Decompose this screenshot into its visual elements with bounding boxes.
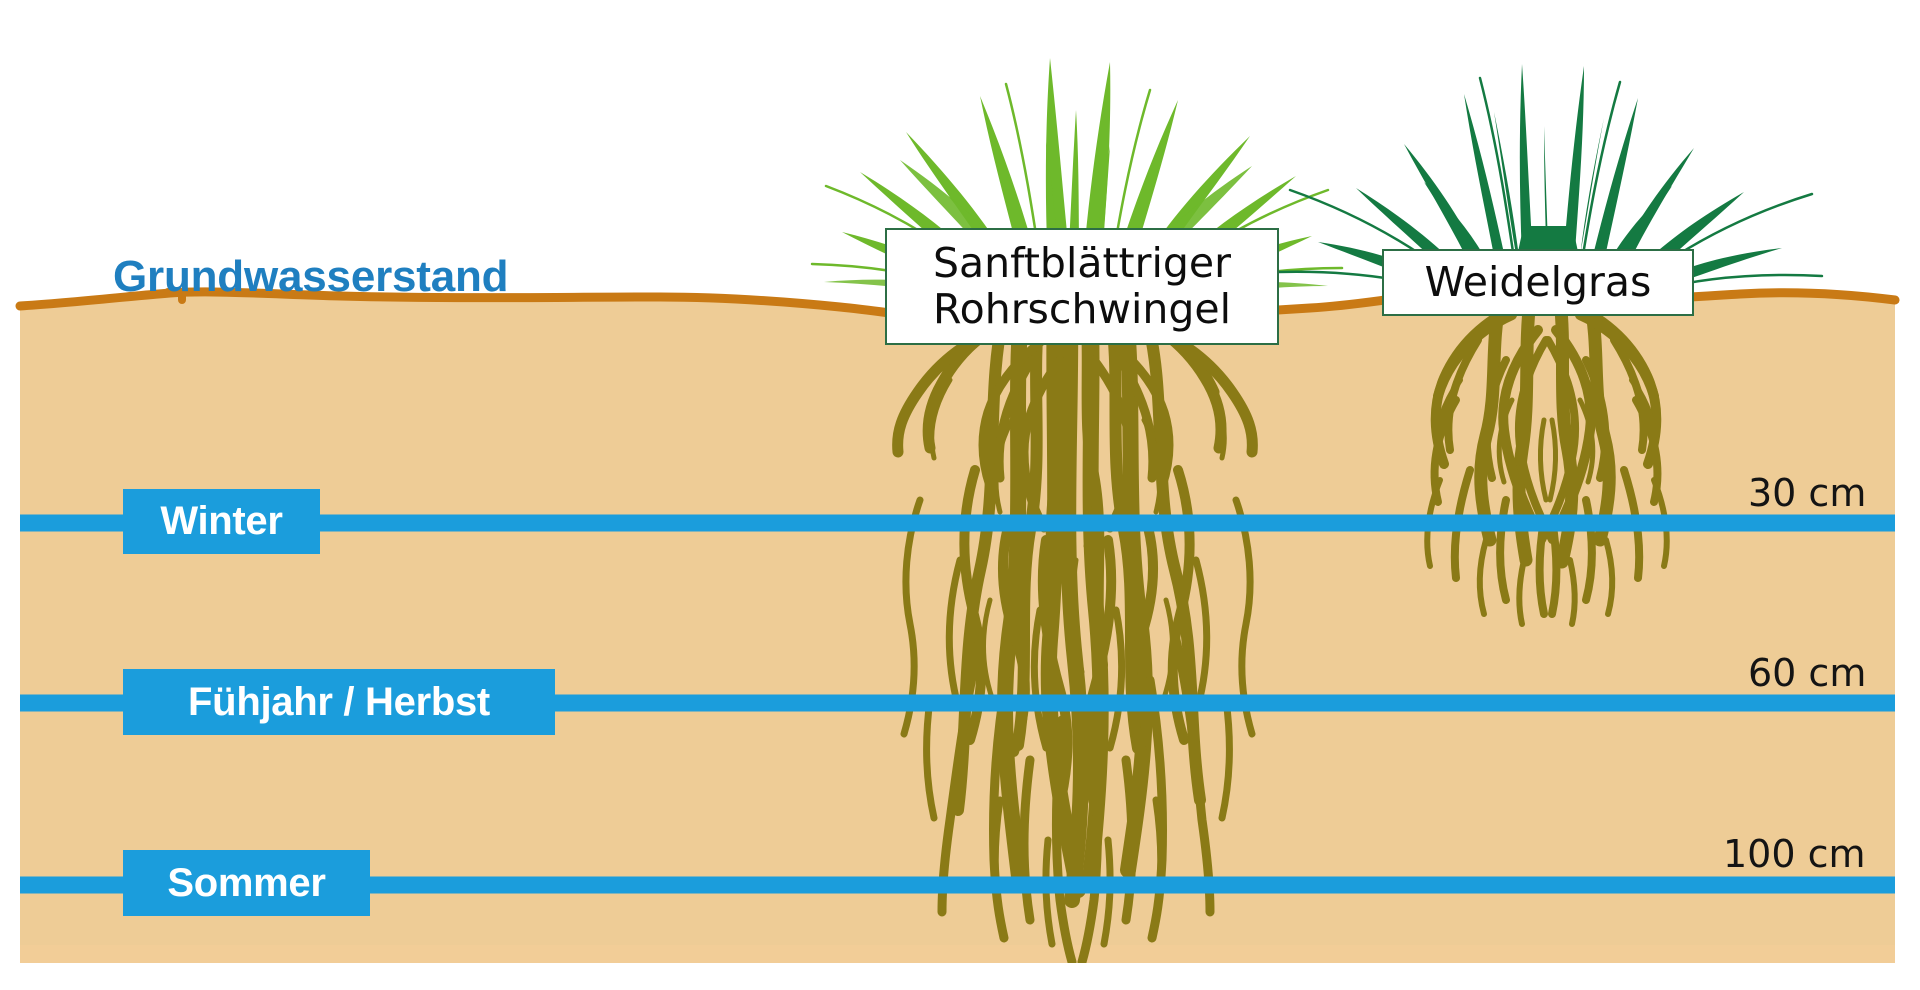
plant-label-line2: Rohrschwingel: [932, 284, 1231, 333]
plant-label-line1: Sanftblättriger: [933, 238, 1231, 287]
plant-label-rohrschwingel: Sanftblättriger Rohrschwingel: [885, 228, 1279, 345]
plant-label-line1: Weidelgras: [1424, 257, 1652, 306]
page-title: Grundwasserstand: [113, 252, 509, 301]
soil-body: [20, 291, 1895, 963]
season-label-spring-autumn: Fühjahr / Herbst: [123, 669, 555, 735]
depth-label-60cm: 60 cm: [1748, 651, 1867, 695]
season-label-winter: Winter: [123, 489, 320, 554]
plant-label-weidelgras: Weidelgras: [1382, 249, 1694, 316]
depth-label-30cm: 30 cm: [1748, 471, 1867, 515]
depth-label-100cm: 100 cm: [1723, 832, 1866, 876]
season-label-summer: Sommer: [123, 850, 370, 916]
